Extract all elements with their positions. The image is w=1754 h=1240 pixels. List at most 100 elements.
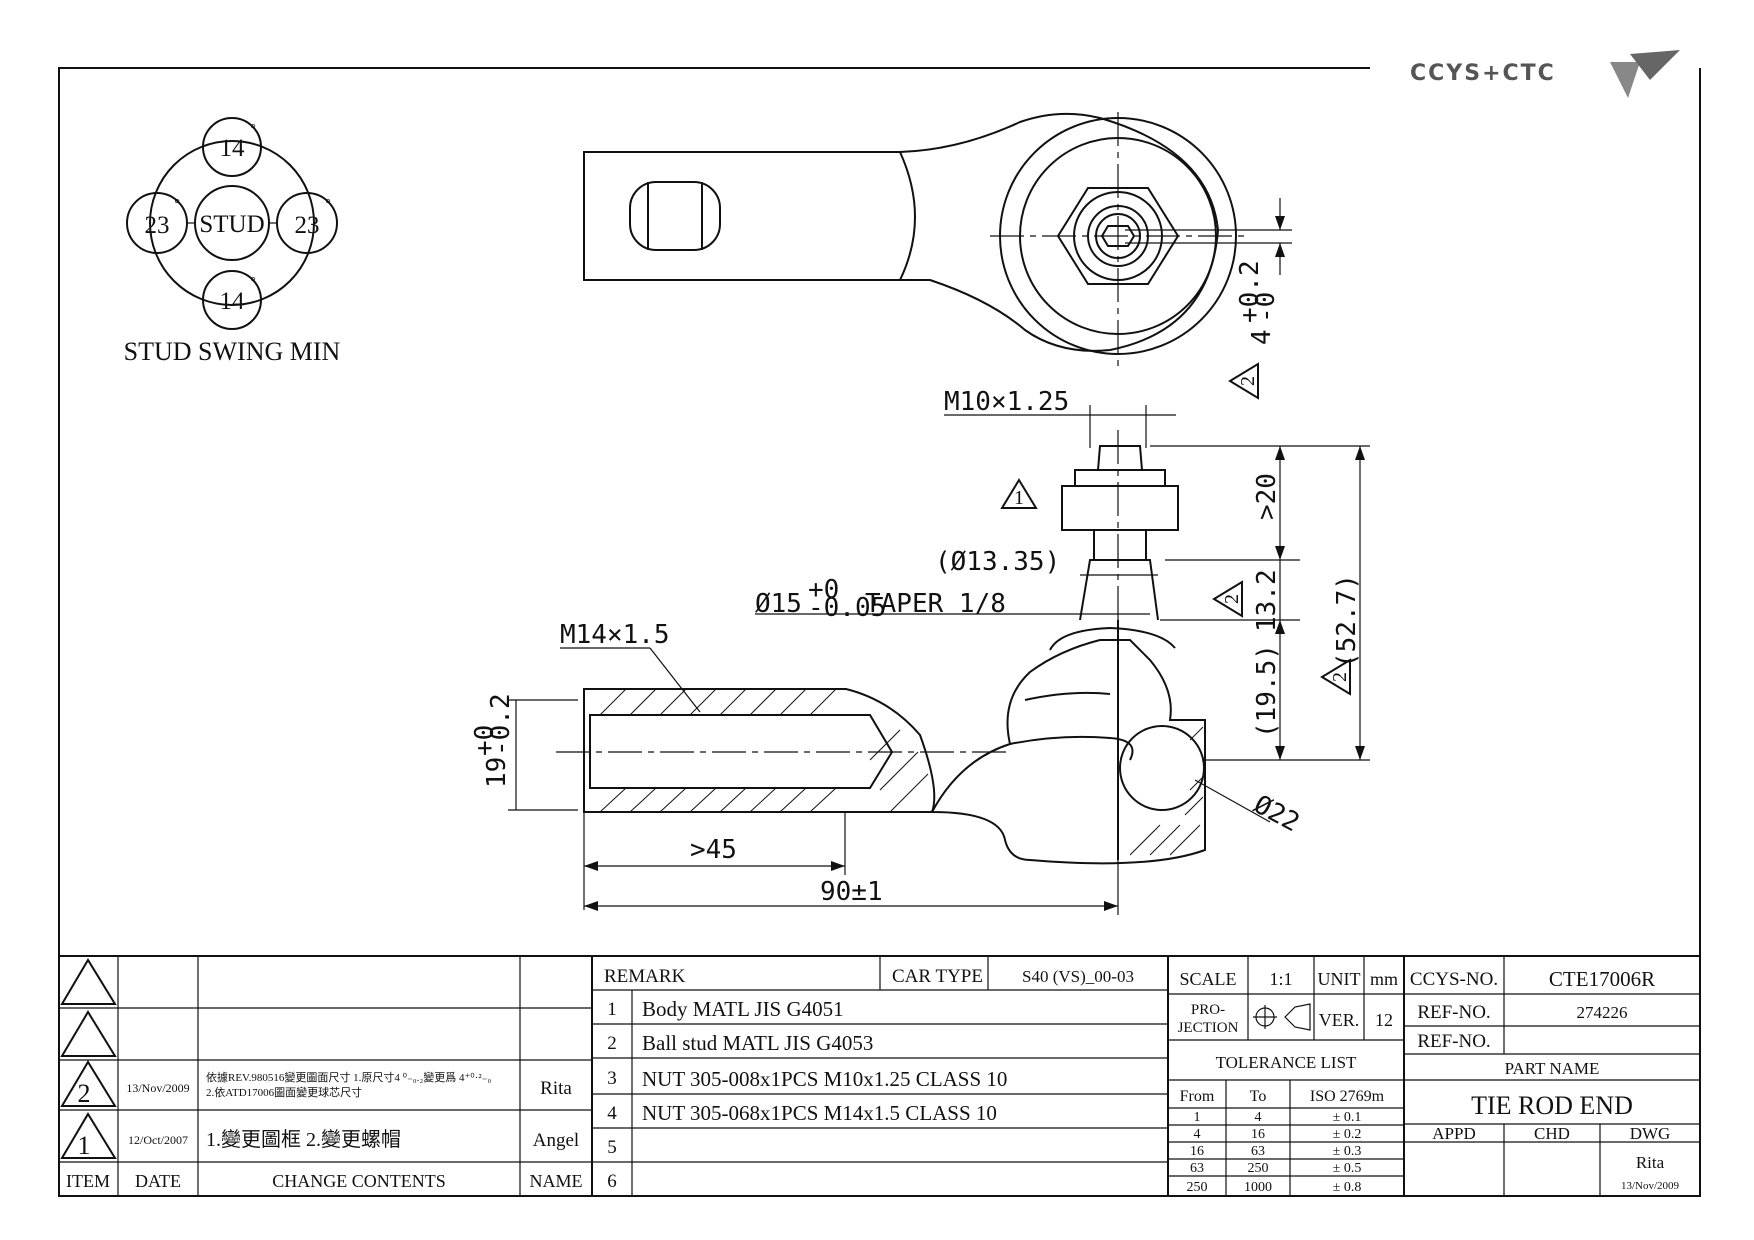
remark-4-text: NUT 305-068x1PCS M14x1.5 CLASS 10 xyxy=(642,1101,997,1125)
dim-taper-upper: +0 xyxy=(808,575,839,605)
rev-triangle-2 xyxy=(60,1060,117,1107)
change-row-1-name: Angel xyxy=(533,1130,579,1151)
rev-triangle-empty-1 xyxy=(60,958,117,1005)
logo-text: CCYS+CTC xyxy=(1410,61,1556,86)
ball-seat-hatching xyxy=(1129,726,1204,856)
remark-3-no: 3 xyxy=(607,1068,617,1089)
change-row-1-date: 12/Oct/2007 xyxy=(128,1133,188,1147)
swing-bottom-degree: ° xyxy=(250,275,256,290)
top-dim-lower: -0 xyxy=(1251,292,1281,323)
projection-label-2: JECTION xyxy=(1178,1020,1239,1036)
dim-taper-length: 13.2 xyxy=(1252,569,1282,632)
part-info-block: CCYS-NO. CTE17006R REF-NO. 274226 REF-NO… xyxy=(1404,956,1700,1196)
dim-rod-dia-upper: +0 xyxy=(470,725,500,756)
dim-stud-length: >20 xyxy=(1252,473,1282,520)
remark-2-no: 2 xyxy=(607,1033,617,1054)
dim-neck-dia: (Ø13.35) xyxy=(935,547,1060,577)
remark-6-no: 6 xyxy=(607,1171,617,1192)
svg-text:63: 63 xyxy=(1251,1144,1265,1159)
dim-rod-dia: 19 xyxy=(482,757,512,788)
stud-swing-diagram: 14 ° 14 ° 23 ° 23 ° STUD STUD SWING MIN xyxy=(124,117,341,366)
swing-top-value: 14 xyxy=(220,135,246,162)
tol-header-to: To xyxy=(1250,1088,1267,1105)
company-logo: CCYS+CTC xyxy=(1410,50,1680,98)
chd-label: CHD xyxy=(1534,1124,1570,1143)
dim-total-height: (52.7) xyxy=(1332,574,1362,668)
unit-label: UNIT xyxy=(1318,969,1361,989)
change-row-1-item: 1 xyxy=(78,1131,91,1160)
svg-text:± 0.2: ± 0.2 xyxy=(1333,1127,1362,1142)
svg-text:2: 2 xyxy=(1329,672,1351,682)
svg-text:1000: 1000 xyxy=(1244,1180,1272,1195)
rev-triangle-top: 2 xyxy=(1228,362,1259,400)
sheet-border xyxy=(58,67,1701,1197)
stud-thread-tip xyxy=(1097,445,1143,471)
title-block: 2 1 13/Nov/2009 12/Oct/2007 依據REV.980516… xyxy=(59,955,1700,1196)
dim-rod-thread: M14×1.5 xyxy=(560,620,670,650)
rod-housing-outline xyxy=(583,688,936,813)
svg-text:± 0.3: ± 0.3 xyxy=(1333,1144,1362,1159)
ref-no-value: 274226 xyxy=(1577,1003,1628,1022)
dim-overall-length: 90±1 xyxy=(820,877,883,907)
dim-rod-dia-lower: -0.2 xyxy=(486,693,516,756)
drawn-by: Rita xyxy=(1636,1153,1665,1172)
change-row-2-name: Rita xyxy=(540,1078,572,1099)
change-header-item: ITEM xyxy=(66,1171,110,1191)
change-row-2-item: 2 xyxy=(78,1079,91,1108)
ref-no-label-2: REF-NO. xyxy=(1417,1031,1490,1052)
top-view-arm-edge xyxy=(899,151,916,281)
top-view-outline xyxy=(583,112,1220,352)
ccys-no-label: CCYS-NO. xyxy=(1410,969,1498,990)
remark-5-no: 5 xyxy=(607,1137,617,1158)
dim-taper-lower: -0.05 xyxy=(808,593,886,623)
rev-triangle-nut: 1 xyxy=(1000,478,1038,509)
ref-no-label: REF-NO. xyxy=(1417,1002,1490,1023)
change-header-date: DATE xyxy=(135,1171,181,1191)
change-log-table: 2 1 13/Nov/2009 12/Oct/2007 依據REV.980516… xyxy=(59,956,593,1196)
projection-label-1: PRO- xyxy=(1191,1002,1225,1018)
logo-mark-icon xyxy=(1610,62,1640,98)
dim-taper-label: TAPER 1/8 xyxy=(865,589,1006,619)
dim-thread-depth: >45 xyxy=(690,835,737,865)
rev-triangle-empty-2 xyxy=(60,1010,117,1057)
change-row-2-date: 13/Nov/2009 xyxy=(126,1081,189,1095)
scale-label: SCALE xyxy=(1179,969,1236,989)
svg-text:4: 4 xyxy=(1255,1110,1262,1125)
ball-section xyxy=(1119,725,1205,811)
rod-hatching xyxy=(599,688,929,813)
svg-text:63: 63 xyxy=(1190,1161,1204,1176)
rod-thread-bore xyxy=(589,714,894,789)
part-name-value: TIE ROD END xyxy=(1471,1091,1633,1120)
change-header-name: NAME xyxy=(530,1171,583,1191)
svg-text:± 0.1: ± 0.1 xyxy=(1333,1110,1362,1125)
top-view-slot xyxy=(629,181,721,251)
svg-text:2: 2 xyxy=(1237,376,1259,386)
car-type-value: S40 (VS)_00-03 xyxy=(1022,967,1134,986)
tol-header-iso: ISO 2769m xyxy=(1310,1088,1385,1105)
remark-2-text: Ball stud MATL JIS G4053 xyxy=(642,1031,873,1055)
remarks-header: REMARK xyxy=(604,966,686,987)
swing-left-degree: ° xyxy=(174,197,180,212)
change-row-2-contents-1: 依據REV.980516變更圖面尺寸 1.原尺寸4 ⁰₋₀.₂變更爲 4⁺⁰·²… xyxy=(206,1070,491,1084)
dim-taper-dia: Ø15 xyxy=(755,589,802,619)
top-dim-value: 4 xyxy=(1247,329,1277,345)
remark-1-no: 1 xyxy=(607,999,617,1020)
tol-header-from: From xyxy=(1180,1088,1215,1105)
swing-caption: STUD SWING MIN xyxy=(124,337,341,366)
dim-body-height: (19.5) xyxy=(1252,644,1282,738)
boot-lower-fold xyxy=(1009,735,1134,761)
remarks-table: REMARK CAR TYPE S40 (VS)_00-03 1 Body MA… xyxy=(592,956,1169,1196)
scale-value: 1:1 xyxy=(1269,969,1292,989)
remark-4-no: 4 xyxy=(607,1103,617,1124)
svg-text:4: 4 xyxy=(1194,1127,1201,1142)
stud-taper xyxy=(1079,559,1159,621)
car-type-label: CAR TYPE xyxy=(892,966,983,987)
tolerance-title: TOLERANCE LIST xyxy=(1216,1053,1357,1072)
ver-label: VER. xyxy=(1319,1010,1360,1030)
front-section-view: M10×1.25 (Ø13.35) Ø15 +0 -0.05 TAPER 1/8… xyxy=(470,387,1370,915)
castle-nut xyxy=(1061,485,1179,531)
change-row-1-contents: 1.變更圖框 2.變更螺帽 xyxy=(206,1128,401,1151)
ver-value: 12 xyxy=(1375,1010,1393,1030)
svg-text:± 0.8: ± 0.8 xyxy=(1333,1180,1362,1195)
